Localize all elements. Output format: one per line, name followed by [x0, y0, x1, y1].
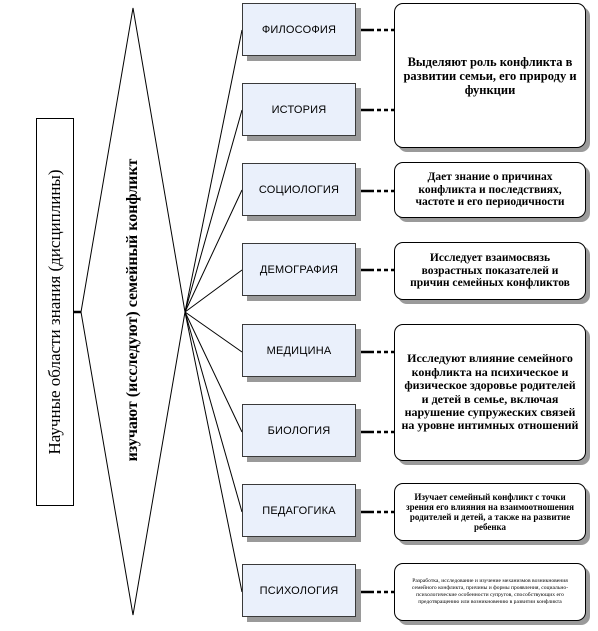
discipline-philosophy: ФИЛОСОФИЯ	[242, 3, 356, 56]
description-psychology: Разработка, исследование и изучение меха…	[394, 563, 586, 621]
center-label-wrap: изучают (исследуют) семейный конфликт	[113, 70, 153, 550]
description-sociology: Дает знание о причинах конфликта и после…	[394, 162, 586, 218]
center-label: изучают (исследуют) семейный конфликт	[124, 158, 141, 462]
diamond-shape	[80, 7, 186, 616]
disciplines-label-box: Научные области знания (дисциплины)	[36, 118, 74, 506]
description-demography: Исследует взаимосвязь возрастных показат…	[394, 242, 586, 300]
description-medicine-biology: Исследуют влияние семейного конфликта на…	[394, 324, 586, 461]
discipline-sociology: СОЦИОЛОГИЯ	[242, 163, 356, 216]
disciplines-label: Научные области знания (дисциплины)	[45, 169, 64, 455]
description-pedagogy: Изучает семейный конфликт с точки зрения…	[394, 483, 586, 541]
discipline-medicine: МЕДИЦИНА	[242, 324, 356, 377]
discipline-history: ИСТОРИЯ	[242, 83, 356, 136]
discipline-pedagogy: ПЕДАГОГИКА	[242, 484, 356, 537]
discipline-biology: БИОЛОГИЯ	[242, 404, 356, 457]
discipline-demography: ДЕМОГРАФИЯ	[242, 243, 356, 296]
description-philosophy-history: Выделяют роль конфликта в развитии семьи…	[394, 3, 586, 148]
discipline-psychology: ПСИХОЛОГИЯ	[242, 564, 356, 617]
